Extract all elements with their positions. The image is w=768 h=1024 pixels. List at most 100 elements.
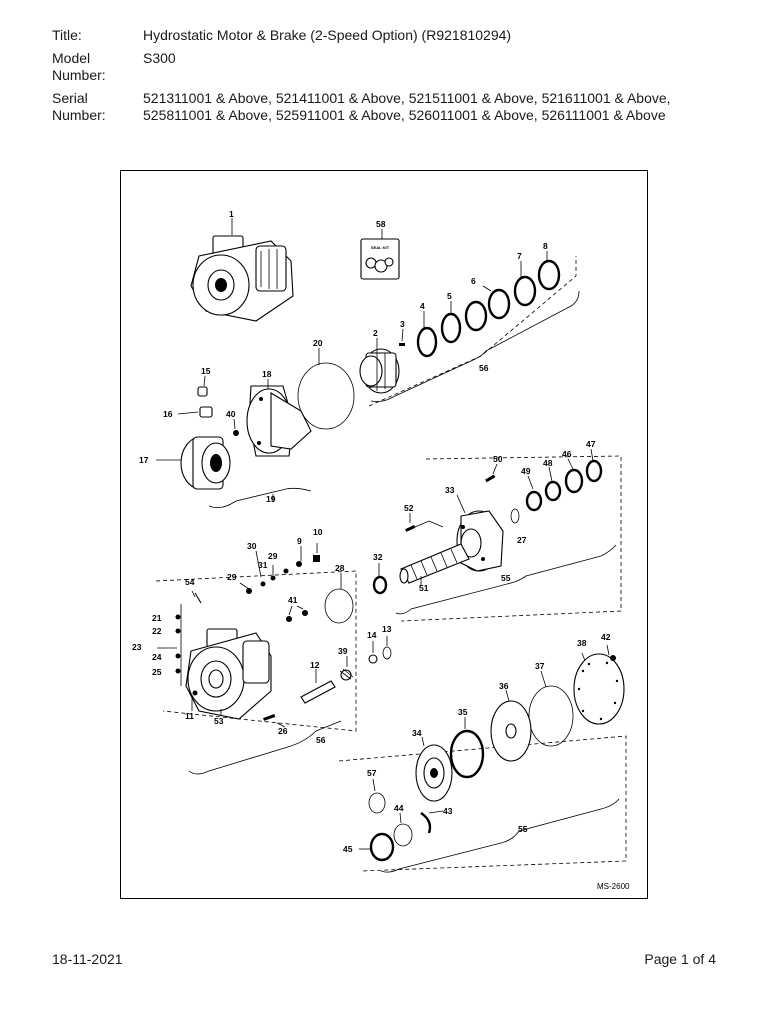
brake-assembly-parts <box>415 653 625 802</box>
callout-9: 9 <box>297 536 302 546</box>
callout-45: 45 <box>343 844 353 854</box>
model-value: S300 <box>143 50 176 66</box>
callout-44: 44 <box>394 803 404 813</box>
callout-54: 54 <box>185 577 195 587</box>
screw-11 <box>192 690 198 696</box>
callout-33: 33 <box>445 485 455 495</box>
callout-31: 31 <box>258 560 268 570</box>
end-cap-part <box>180 436 231 490</box>
callout-23: 23 <box>132 642 142 652</box>
bearing-housing-part <box>456 510 504 572</box>
callout-55-middle: 55 <box>501 573 511 583</box>
model-label: Model Number: <box>52 50 106 83</box>
callout-35: 35 <box>458 707 468 717</box>
callout-numbers: 1 58 8 7 6 5 4 3 2 20 56 15 18 16 40 17 … <box>132 209 611 854</box>
fitting-41b <box>302 610 308 616</box>
callout-49: 49 <box>521 466 531 476</box>
callout-16: 16 <box>163 409 173 419</box>
model-row: Model Number: S300 <box>52 50 732 84</box>
clip-54 <box>194 592 202 604</box>
callout-15: 15 <box>201 366 211 376</box>
callout-39: 39 <box>338 646 348 656</box>
fitting-41a <box>286 616 292 622</box>
housing-53-part <box>185 628 272 720</box>
callout-29-upper: 29 <box>268 551 278 561</box>
spring-pin-parts <box>300 646 392 704</box>
callout-27: 27 <box>517 535 527 545</box>
exploded-parts-diagram: SEAL KIT <box>120 170 648 899</box>
callout-10: 10 <box>313 527 323 537</box>
retaining-rings-lower <box>368 792 432 862</box>
serial-value: 521311001 & Above, 521411001 & Above, 52… <box>143 90 671 123</box>
callout-48: 48 <box>543 458 553 468</box>
drawing-id: MS-2600 <box>597 882 630 891</box>
callout-40: 40 <box>226 409 236 419</box>
callout-18: 18 <box>262 369 272 379</box>
parts-drawing: SEAL KIT <box>132 209 630 891</box>
o-ring-20 <box>297 362 355 430</box>
callout-26: 26 <box>278 726 288 736</box>
callout-20: 20 <box>313 338 323 348</box>
serial-label: Serial Number: <box>52 90 106 123</box>
callout-22: 22 <box>152 626 162 636</box>
callout-8: 8 <box>543 241 548 251</box>
callout-2: 2 <box>373 328 378 338</box>
callout-38: 38 <box>577 638 587 648</box>
valve-plate-part <box>246 385 312 457</box>
footer-date: 18-11-2021 <box>52 951 123 967</box>
callout-25: 25 <box>152 667 162 677</box>
footer-page-number: Page 1 of 4 <box>644 951 716 967</box>
callout-43: 43 <box>443 806 453 816</box>
callout-51: 51 <box>419 583 429 593</box>
callout-55-lower: 55 <box>518 824 528 834</box>
callout-34: 34 <box>412 728 422 738</box>
callout-41: 41 <box>288 595 298 605</box>
callout-56-lower: 56 <box>316 735 326 745</box>
callout-19: 19 <box>266 494 276 504</box>
callout-17: 17 <box>139 455 149 465</box>
seal-kit-part: SEAL KIT <box>360 238 400 280</box>
title-label: Title: <box>52 27 82 43</box>
callout-58: 58 <box>376 219 386 229</box>
title-value: Hydrostatic Motor & Brake (2-Speed Optio… <box>143 27 512 43</box>
callout-1: 1 <box>229 209 234 219</box>
callout-28: 28 <box>335 563 345 573</box>
callout-36: 36 <box>499 681 509 691</box>
callout-56-upper: 56 <box>479 363 489 373</box>
callout-29-lower: 29 <box>227 572 237 582</box>
callout-13: 13 <box>382 624 392 634</box>
callout-53: 53 <box>214 716 224 726</box>
motor-housing-part <box>190 235 294 322</box>
callout-50: 50 <box>493 454 503 464</box>
callout-7: 7 <box>517 251 522 261</box>
o-ring-28 <box>324 588 354 624</box>
callout-5: 5 <box>447 291 452 301</box>
title-row: Title: Hydrostatic Motor & Brake (2-Spee… <box>52 27 732 44</box>
callout-52: 52 <box>404 503 414 513</box>
document-header: Title: Hydrostatic Motor & Brake (2-Spee… <box>52 27 732 130</box>
seal-32 <box>372 575 388 595</box>
callout-30: 30 <box>247 541 257 551</box>
callout-32: 32 <box>373 552 383 562</box>
bearing-rings-middle <box>510 459 603 524</box>
callout-21: 21 <box>152 613 162 623</box>
callout-4: 4 <box>420 301 425 311</box>
callout-47: 47 <box>586 439 596 449</box>
valve-spool-parts <box>246 555 320 594</box>
bolt-50 <box>485 474 496 483</box>
callout-37: 37 <box>535 661 545 671</box>
callout-57: 57 <box>367 768 377 778</box>
callout-12: 12 <box>310 660 320 670</box>
callout-46: 46 <box>562 449 572 459</box>
callout-6: 6 <box>471 276 476 286</box>
callout-11: 11 <box>185 711 194 721</box>
serial-row: Serial Number: 521311001 & Above, 521411… <box>52 90 732 124</box>
fitting-part <box>197 386 239 436</box>
callout-42: 42 <box>601 632 611 642</box>
rotor-part <box>359 343 405 394</box>
callout-3: 3 <box>400 319 405 329</box>
drive-shaft-part <box>399 543 470 584</box>
seal-kit-label: SEAL KIT <box>371 245 390 250</box>
pin-52 <box>405 524 416 532</box>
plug-stack-parts <box>175 614 181 674</box>
